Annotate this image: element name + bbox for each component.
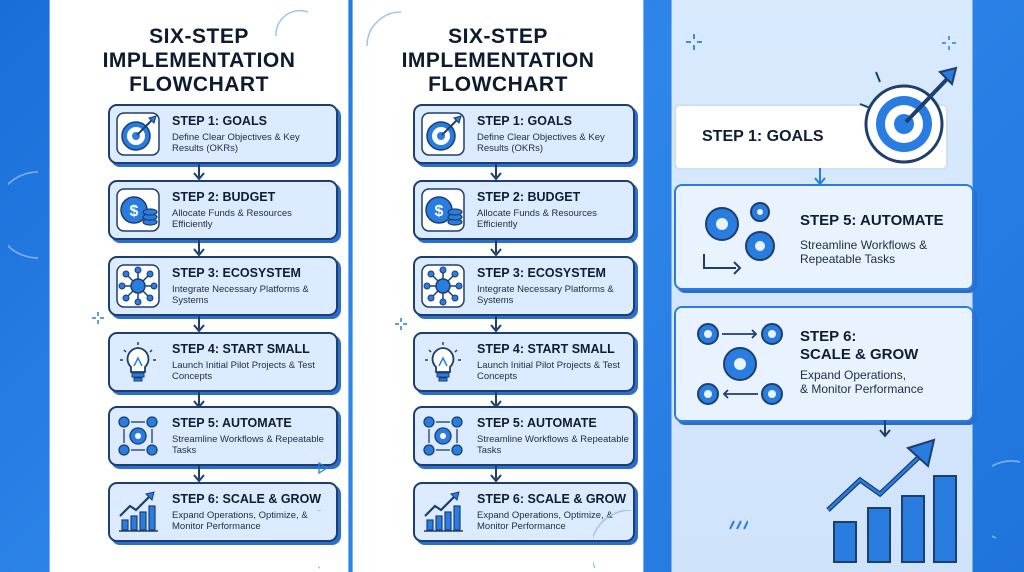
doodle-arc-icon [593, 510, 631, 569]
gears-icon [116, 414, 160, 458]
step-description: Define Clear Objectives & Key Results (O… [477, 132, 605, 154]
down-arrow-icon [490, 466, 502, 483]
step-card-4: STEP 4: START SMALL Launch Initial Pilot … [413, 332, 635, 392]
title-line-2: IMPLEMENTATION [401, 49, 595, 72]
growth-chart-icon [116, 490, 160, 534]
network-hub-icon [116, 264, 160, 308]
sparkle-icon [92, 312, 104, 324]
zoom-step-6-description-line-2: & Monitor Performance [800, 382, 924, 396]
step-card-6: STEP 6: SCALE & GROW Expand Operations, O… [108, 482, 338, 542]
step-description: Expand Operations, Optimize, & Monitor P… [477, 510, 613, 532]
flowchart-panel-left: SIX-STEP IMPLEMENTATION FLOWCHART STEP 1… [50, 0, 348, 572]
title-line-3: FLOWCHART [428, 73, 568, 96]
down-arrow-icon [490, 164, 502, 181]
step-card-3: STEP 3: ECOSYSTEM Integrate Necessary Pla… [108, 256, 338, 316]
down-arrow-icon [879, 420, 891, 438]
triangle-deco-icon [318, 462, 328, 474]
down-arrow-icon [193, 316, 205, 333]
zoom-step-5-card: STEP 5: AUTOMATE Streamline Workflows & … [674, 184, 974, 290]
step-heading: STEP 6: SCALE & GROW [477, 492, 627, 506]
zoom-step-1-heading: STEP 1: GOALS [702, 128, 824, 145]
zoom-step-5-description: Streamline Workflows & Repeatable Tasks [800, 238, 928, 266]
step-heading: STEP 6: SCALE & GROW [172, 492, 322, 506]
target-icon [116, 112, 160, 156]
svg-text:$: $ [130, 203, 139, 220]
gears-cycle-icon [697, 323, 783, 405]
gears-icon [703, 202, 775, 275]
step-heading: STEP 4: START SMALL [172, 342, 310, 356]
step-heading: STEP 1: GOALS [172, 114, 267, 128]
step-description: Integrate Necessary Platforms & Systems [172, 284, 309, 306]
down-arrow-icon [490, 316, 502, 333]
dollar-coins-icon: $ [116, 188, 160, 232]
bg-doodle-icon [992, 460, 1021, 539]
step-card-5: STEP 5: AUTOMATE Streamline Workflows & R… [108, 406, 338, 466]
title-line-2: IMPLEMENTATION [102, 49, 296, 72]
step-card-2: $ STEP 2: BUDGET Allocate Funds & Resource… [413, 180, 635, 240]
step-description: Integrate Necessary Platforms & Systems [477, 284, 614, 306]
step-description: Allocate Funds & Resources Efficiently [172, 208, 292, 230]
step-heading: STEP 3: ECOSYSTEM [172, 266, 301, 280]
dash-deco-icon [729, 520, 748, 530]
step-description: Launch Initial Pilot Projects & Test Con… [477, 360, 620, 382]
step-description: Streamline Workflows & Repeatable Tasks [477, 434, 629, 456]
step-description: Allocate Funds & Resources Efficiently [477, 208, 597, 230]
flowchart-panel-middle: SIX-STEP IMPLEMENTATION FLOWCHART STEP 1… [353, 0, 643, 572]
svg-text:$: $ [435, 203, 444, 220]
target-icon [859, 66, 958, 164]
doodle-circle-icon [275, 9, 309, 37]
gears-icon [421, 414, 465, 458]
step-card-5: STEP 5: AUTOMATE Streamline Workflows & R… [413, 406, 635, 466]
title-line-3: FLOWCHART [129, 73, 269, 96]
step-card-1: STEP 1: GOALS Define Clear Objectives & K… [413, 104, 635, 164]
zoom-step-6-heading: STEP 6: SCALE & GROW [800, 328, 918, 364]
growth-chart-icon [826, 438, 957, 563]
lightbulb-icon [116, 340, 160, 384]
down-arrow-icon [193, 466, 205, 483]
step-heading: STEP 5: AUTOMATE [477, 416, 597, 430]
target-icon [421, 112, 465, 156]
zoom-step-5-heading: STEP 5: AUTOMATE [800, 212, 944, 229]
network-hub-icon [421, 264, 465, 308]
step-heading: STEP 2: BUDGET [477, 190, 581, 204]
step-description: Launch Initial Pilot Projects & Test Con… [172, 360, 315, 382]
bg-doodle-icon [8, 171, 39, 259]
sparkle-icon [942, 36, 956, 50]
step-description: Expand Operations, Optimize, & Monitor P… [172, 510, 308, 532]
step-card-2: $ STEP 2: BUDGET Allocate Funds & Resource… [108, 180, 338, 240]
doodle-arc-icon [318, 510, 346, 569]
zoom-step-6-heading-line-1: STEP 6: [800, 328, 857, 345]
step-card-6: STEP 6: SCALE & GROW Expand Operations, O… [413, 482, 635, 542]
title-line-1: SIX-STEP [448, 25, 548, 48]
step-heading: STEP 2: BUDGET [172, 190, 276, 204]
step-description: Define Clear Objectives & Key Results (O… [172, 132, 300, 154]
down-arrow-icon [193, 164, 205, 181]
lightbulb-icon [421, 340, 465, 384]
step-heading: STEP 5: AUTOMATE [172, 416, 292, 430]
step-heading: STEP 1: GOALS [477, 114, 572, 128]
doodle-circle-icon [366, 11, 402, 47]
sparkle-icon [938, 496, 950, 508]
step-card-3: STEP 3: ECOSYSTEM Integrate Necessary Pla… [413, 256, 635, 316]
zoom-step-6-heading-line-2: SCALE & GROW [800, 346, 919, 363]
dollar-coins-icon: $ [421, 188, 465, 232]
sparkle-icon [686, 34, 702, 50]
sparkle-icon [395, 318, 407, 330]
step-description: Streamline Workflows & Repeatable Tasks [172, 434, 324, 456]
step-heading: STEP 3: ECOSYSTEM [477, 266, 606, 280]
flowchart-title: SIX-STEP IMPLEMENTATION FLOWCHART [50, 25, 348, 97]
step-card-1: STEP 1: GOALS Define Clear Objectives & K… [108, 104, 338, 164]
step-card-4: STEP 4: START SMALL Launch Initial Pilot … [108, 332, 338, 392]
zoom-step-6-description-line-1: Expand Operations, [800, 368, 907, 382]
down-arrow-icon [193, 240, 205, 257]
zoom-step-6-description: Expand Operations, & Monitor Performance [800, 368, 960, 396]
title-line-1: SIX-STEP [149, 25, 249, 48]
zoom-step-6-card: STEP 6: SCALE & GROW Expand Operations, … [674, 306, 974, 422]
growth-chart-icon [421, 490, 465, 534]
zoomed-detail-panel: STEP 1: GOALS STEP 5: AUTOMATE Streamlin… [672, 0, 974, 572]
flowchart-title: SIX-STEP IMPLEMENTATION FLOWCHART [353, 25, 643, 97]
down-arrow-icon [490, 240, 502, 257]
step-heading: STEP 4: START SMALL [477, 342, 615, 356]
